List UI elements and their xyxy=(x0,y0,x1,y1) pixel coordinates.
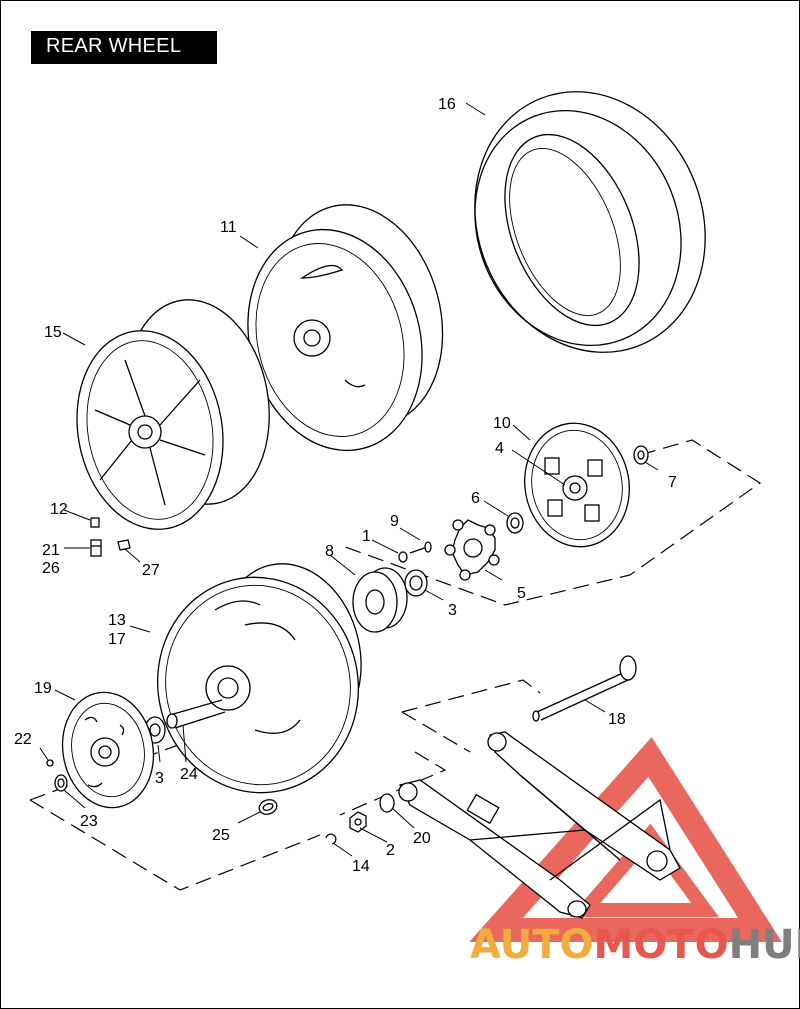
part-23-washer xyxy=(54,774,68,792)
part-21-valve-stem xyxy=(90,539,102,557)
callout-16: 16 xyxy=(438,96,456,113)
callout-15: 15 xyxy=(44,324,62,341)
callout-17: 17 xyxy=(108,631,126,648)
callout-26: 26 xyxy=(42,560,60,577)
part-22-screw xyxy=(46,759,54,767)
callout-10: 10 xyxy=(493,415,511,432)
callout-20: 20 xyxy=(413,830,431,847)
callout-1: 1 xyxy=(362,528,371,545)
swingarm xyxy=(398,731,681,919)
callout-7: 7 xyxy=(668,474,677,491)
part-18-axle xyxy=(532,655,637,722)
part-12-valve-cap xyxy=(90,517,100,528)
watermark-auto: AUTO xyxy=(470,922,594,968)
part-10-pulley xyxy=(524,422,630,548)
part-16-tire xyxy=(474,91,706,353)
part-2-nut xyxy=(349,811,367,833)
diagram-title: REAR WHEEL xyxy=(46,35,182,57)
callout-25: 25 xyxy=(212,827,230,844)
callout-4: 4 xyxy=(495,440,504,457)
part-11-wheel-disc xyxy=(247,204,444,452)
part-3-bearing-upper xyxy=(404,569,428,597)
part-14-clip xyxy=(325,833,337,845)
watermark-hub: HUB xyxy=(729,922,800,968)
part-9-bolt xyxy=(409,541,432,554)
part-19-brake-disc xyxy=(61,691,155,809)
part-6-spacer xyxy=(506,512,524,534)
callout-22: 22 xyxy=(14,731,32,748)
callout-3-upper: 3 xyxy=(448,602,457,619)
part-25-ring xyxy=(258,799,278,815)
part-8-hub xyxy=(352,567,408,633)
callout-14: 14 xyxy=(352,858,370,875)
part-1-washer xyxy=(398,551,408,563)
part-7-bearing xyxy=(633,445,649,465)
title-box: REAR WHEEL xyxy=(31,31,217,64)
callout-27: 27 xyxy=(142,562,160,579)
callout-19: 19 xyxy=(34,680,52,697)
callout-2: 2 xyxy=(386,842,395,859)
callout-13: 13 xyxy=(108,612,126,629)
watermark-logo xyxy=(469,737,782,942)
callout-21: 21 xyxy=(42,542,60,559)
part-5-damper xyxy=(444,519,500,581)
part-27-clip xyxy=(117,539,131,551)
callout-8: 8 xyxy=(325,543,334,560)
callout-5: 5 xyxy=(517,585,526,602)
callout-23: 23 xyxy=(80,813,98,830)
part-13-rear-wheel xyxy=(156,563,362,794)
callout-6: 6 xyxy=(471,490,480,507)
part-20-washer xyxy=(379,793,395,813)
svg-text:AUTOMOTOHUB: AUTOMOTOHUB xyxy=(470,922,800,968)
callout-24: 24 xyxy=(180,766,198,783)
callout-18: 18 xyxy=(608,711,626,728)
callout-3-lower: 3 xyxy=(155,770,164,787)
callout-9: 9 xyxy=(390,513,399,530)
callout-12: 12 xyxy=(50,501,68,518)
part-15-cast-wheel xyxy=(76,299,270,530)
callout-11: 11 xyxy=(220,219,237,236)
callout-labels: 16 11 15 10 4 7 6 5 9 1 8 3 12 21 26 27 … xyxy=(14,96,677,875)
watermark-text: AUTOMOTOHUB xyxy=(470,922,800,968)
leader-lines xyxy=(39,102,659,857)
watermark-moto: MOTO xyxy=(594,922,729,968)
